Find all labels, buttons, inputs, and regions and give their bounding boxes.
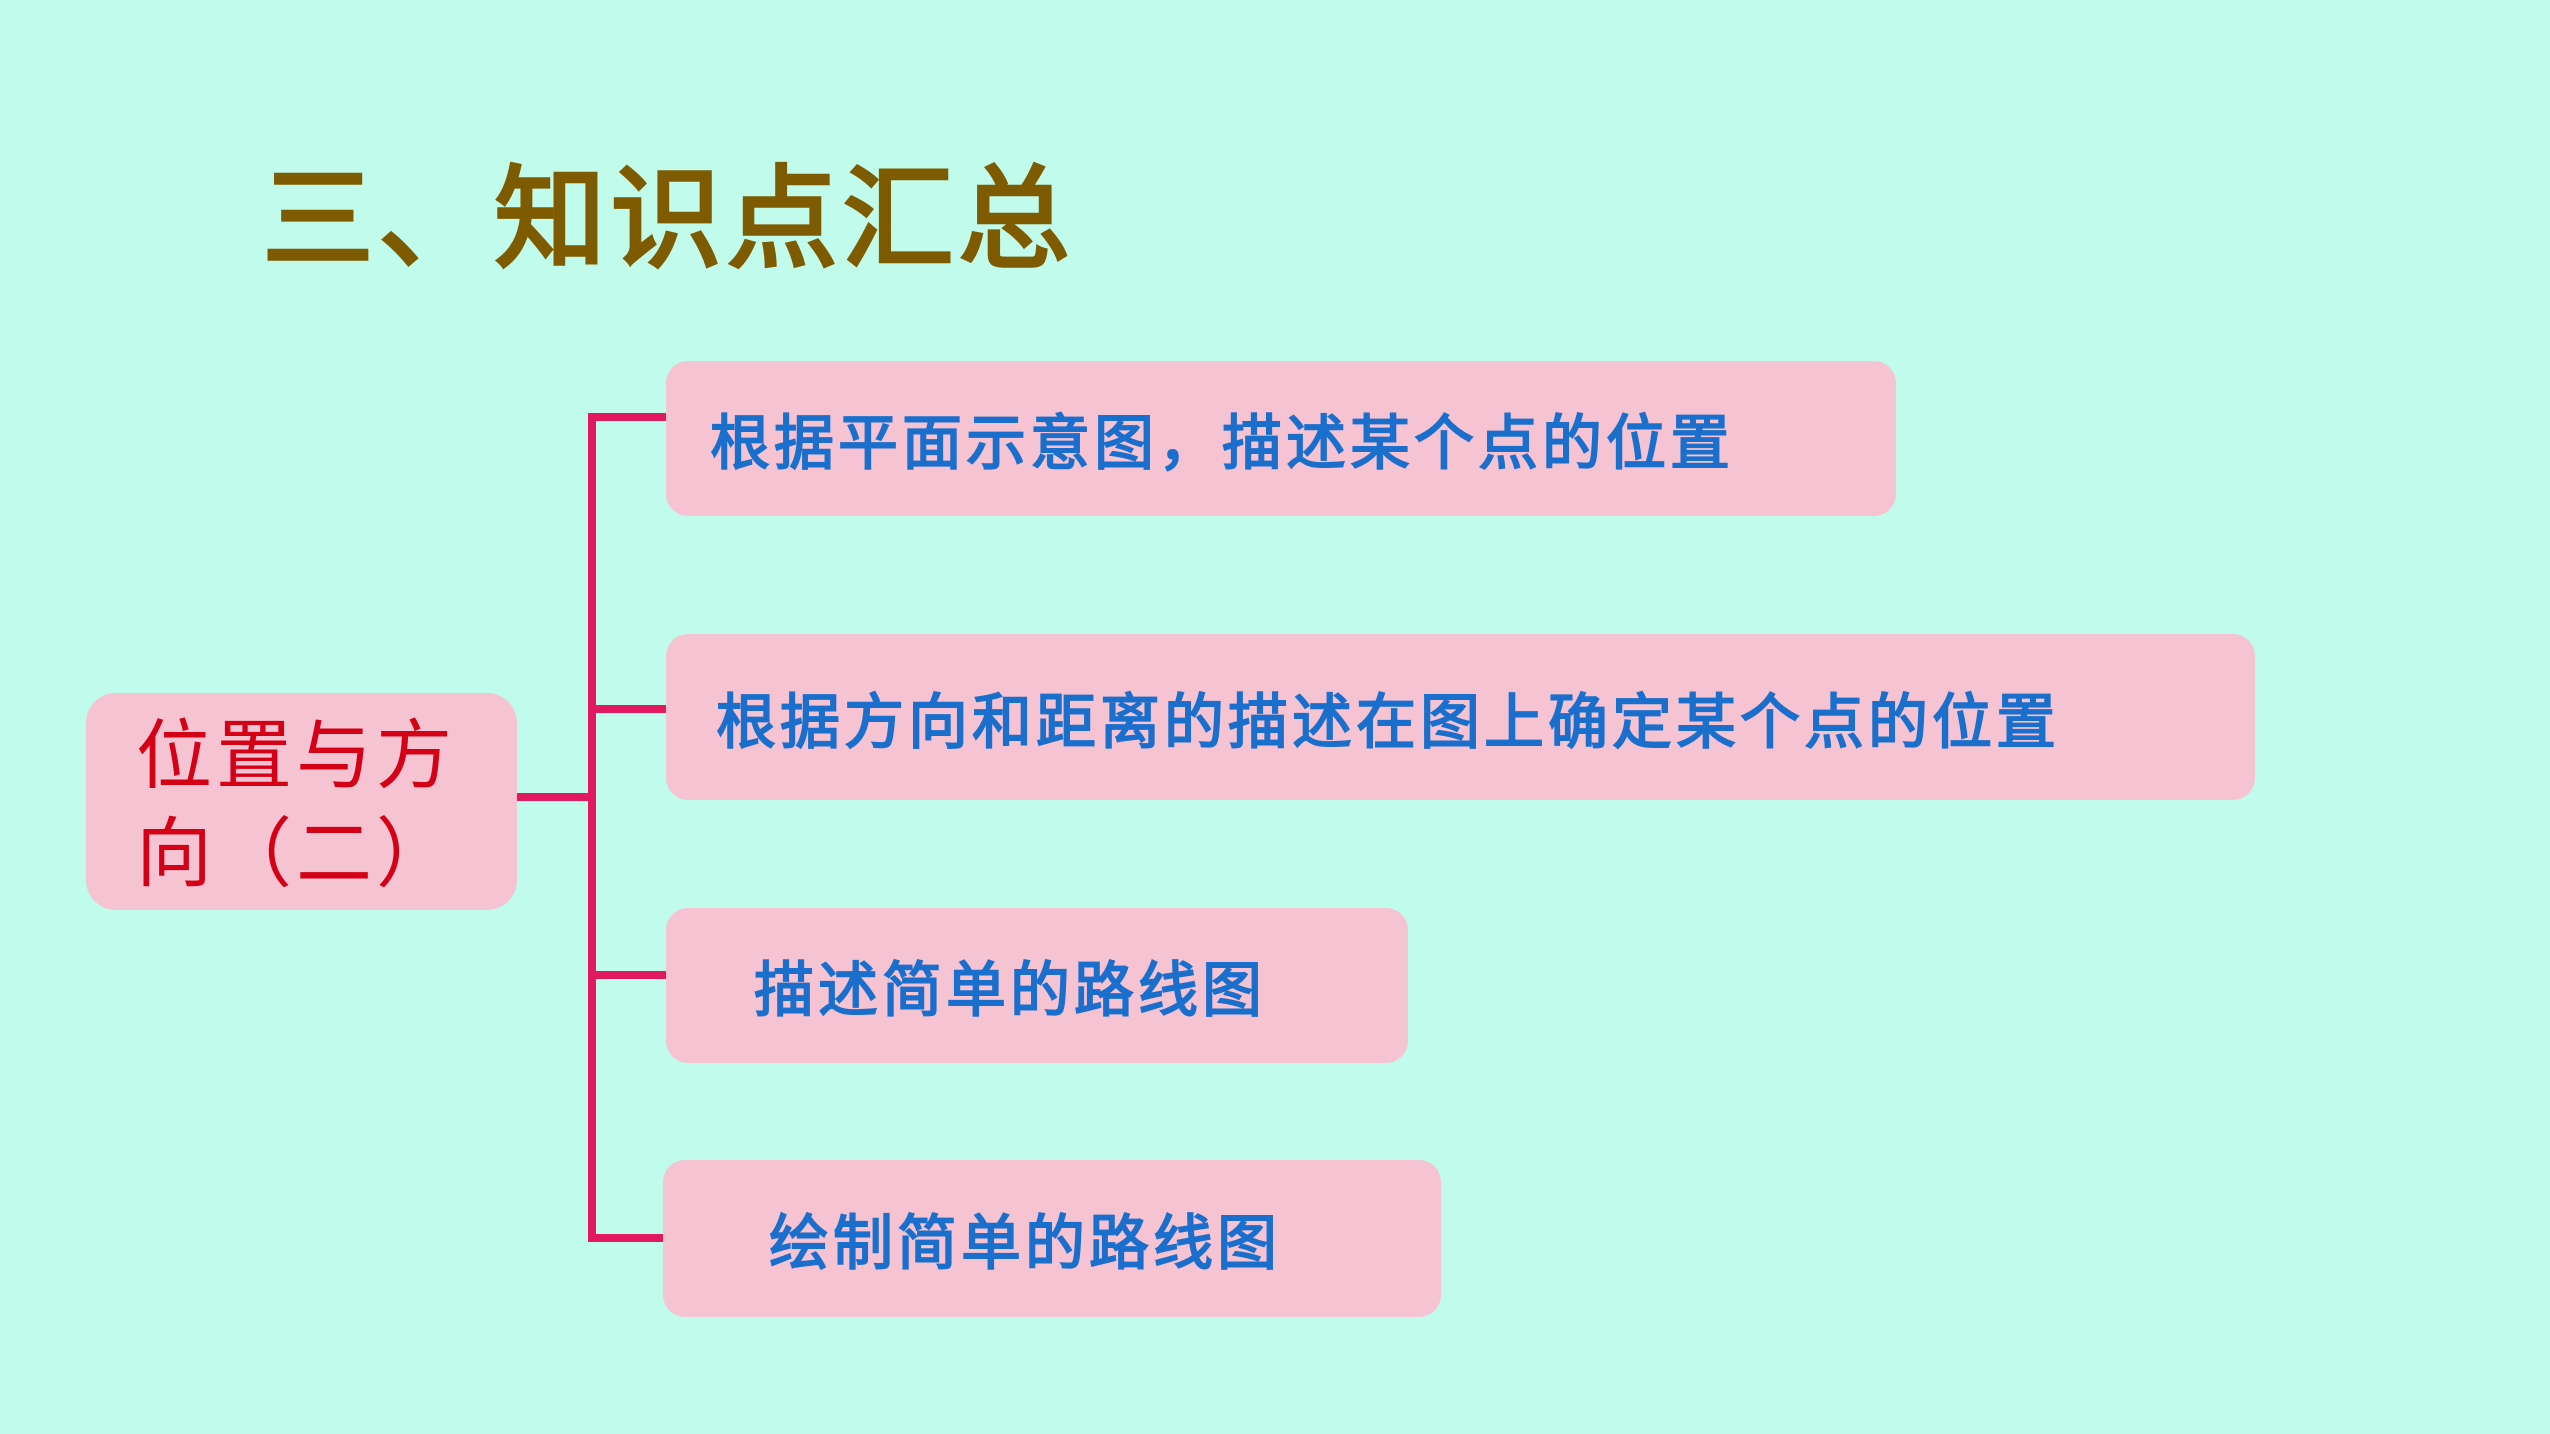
branch-node-label: 绘制简单的路线图 (769, 1209, 1281, 1279)
root-node: 位置与方 向（二） (86, 693, 517, 910)
branch-node-label: 根据方向和距离的描述在图上确定某个点的位置 (716, 687, 2060, 758)
branch-node-label: 根据平面示意图，描述某个点的位置 (710, 409, 1734, 479)
root-node-label-line-2: 向（二） (136, 809, 456, 898)
branch-node-3: 描述简单的路线图 (666, 908, 1408, 1063)
root-node-label-line-1: 位置与方 (136, 711, 456, 800)
branch-node-1: 根据平面示意图，描述某个点的位置 (666, 361, 1896, 516)
branch-node-2: 根据方向和距离的描述在图上确定某个点的位置 (666, 634, 2255, 800)
branch-node-4: 绘制简单的路线图 (663, 1160, 1441, 1317)
branch-node-label: 描述简单的路线图 (754, 956, 1266, 1026)
page-title: 三、知识点汇总 (262, 154, 1074, 285)
